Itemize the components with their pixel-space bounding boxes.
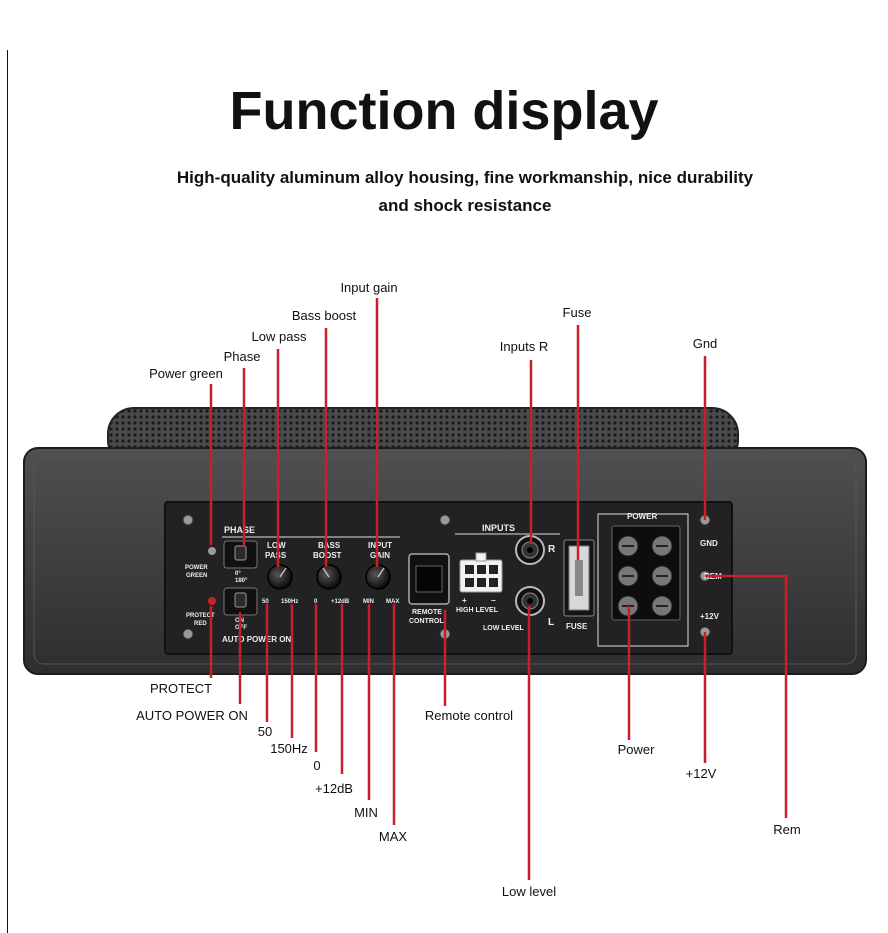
- input-gain-knob[interactable]: [365, 564, 391, 590]
- power-green-led: [208, 547, 216, 555]
- callout-auto-power-on: AUTO POWER ON: [136, 708, 248, 723]
- callout-rem: Rem: [773, 822, 801, 837]
- power-frame: [597, 513, 689, 647]
- left-border-line: [7, 50, 8, 933]
- callout-min: MIN: [354, 805, 378, 820]
- phase-180-label: 180°: [235, 578, 248, 584]
- inputs-heading: INPUTS: [482, 523, 515, 533]
- scale-max-label: MAX: [386, 599, 399, 605]
- phase-0-label: 0°: [235, 571, 241, 577]
- power-heading: POWER: [627, 512, 657, 521]
- minus-label: −: [491, 596, 496, 605]
- input-gain-label-1: INPUT: [368, 541, 392, 550]
- remote-control-label-2: CONTROL: [409, 618, 444, 625]
- callout-remote-control: Remote control: [424, 708, 514, 723]
- fuse-panel-label: FUSE: [566, 622, 588, 631]
- callout-0: 0: [313, 758, 321, 773]
- callout-lines: [209, 298, 788, 880]
- remote-control-port[interactable]: [408, 553, 450, 605]
- gnd-panel-label: GND: [700, 539, 718, 548]
- plus12v-panel-label: +12V: [700, 612, 720, 621]
- callout-power-green: Power green: [149, 366, 223, 381]
- callout-phase: Phase: [223, 349, 261, 364]
- power-terminal-block[interactable]: [611, 525, 681, 621]
- callout-protect: PROTECT: [149, 681, 213, 696]
- callout-low-level: Low level: [501, 884, 557, 899]
- low-pass-label-2: PASS: [265, 551, 287, 560]
- plus-label: +: [462, 596, 467, 605]
- rca-input-l[interactable]: [515, 586, 545, 616]
- auto-power-switch[interactable]: [223, 587, 258, 616]
- scale-50-label: 50: [262, 599, 269, 605]
- callout-150hz: 150Hz: [270, 741, 308, 756]
- callout-fuse: Fuse: [562, 305, 592, 320]
- callout-12db: +12dB: [315, 781, 353, 796]
- callout-bass-boost: Bass boost: [291, 308, 357, 323]
- page-subtitle: High-quality aluminum alloy housing, fin…: [176, 168, 754, 215]
- input-l-label: L: [548, 617, 554, 628]
- callout-max: MAX: [378, 829, 408, 844]
- protect-red-led: [208, 597, 216, 605]
- power-green-label-1: POWER: [185, 565, 208, 571]
- scale-12db-label: +12dB: [331, 599, 350, 605]
- low-pass-knob[interactable]: [267, 564, 293, 590]
- high-level-label: HIGH LEVEL: [456, 607, 499, 614]
- bass-boost-knob[interactable]: [316, 564, 342, 590]
- low-level-label: LOW LEVEL: [483, 625, 525, 632]
- low-pass-label-1: LOW: [267, 541, 286, 550]
- phase-switch[interactable]: [223, 540, 258, 569]
- bass-boost-label-2: BOOST: [313, 551, 342, 560]
- scale-0-label: 0: [314, 599, 318, 605]
- page-title: Function display: [229, 81, 659, 141]
- callout-low-pass: Low pass: [251, 329, 307, 344]
- callout-input-gain: Input gain: [340, 280, 398, 295]
- input-gain-label-2: GAIN: [370, 551, 390, 560]
- callout-power: Power: [617, 742, 655, 757]
- protect-red-label-2: RED: [194, 621, 207, 627]
- callout-plus12v: +12V: [685, 766, 717, 781]
- bass-boost-label-1: BASS: [318, 541, 341, 550]
- phase-heading: PHASE: [224, 525, 255, 535]
- protect-red-label-1: PROTECT: [186, 613, 215, 619]
- remote-control-label-1: REMOTE: [412, 609, 442, 616]
- power-green-label-2: GREEN: [186, 573, 207, 579]
- input-r-label: R: [548, 544, 556, 555]
- callout-50: 50: [257, 724, 273, 739]
- scale-150hz-label: 150Hz: [281, 599, 298, 605]
- auto-power-on-label: AUTO POWER ON: [222, 635, 291, 644]
- scale-min-label: MIN: [363, 599, 374, 605]
- high-level-connector[interactable]: [459, 552, 503, 593]
- callout-inputs-r: Inputs R: [499, 339, 549, 354]
- callout-gnd: Gnd: [692, 336, 718, 351]
